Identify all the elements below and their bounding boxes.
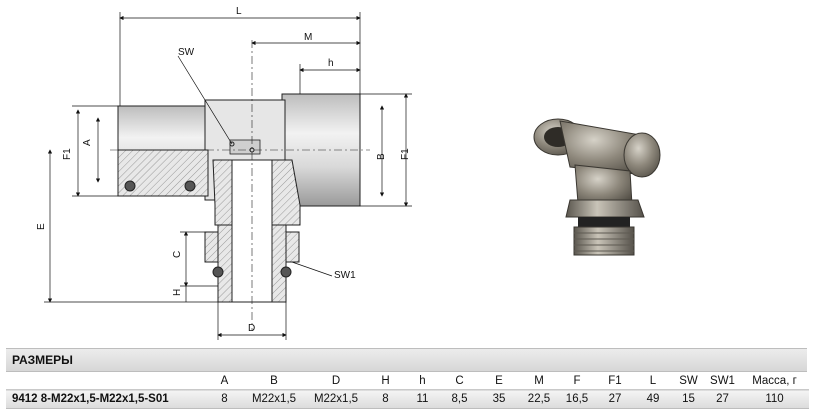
dim-label-F1-left: F1 [62, 148, 73, 160]
header-cell: Масса, г [752, 374, 797, 387]
table-cell: M22x1,5 [251, 393, 297, 405]
dimensions-table-section: РАЗМЕРЫ A B D H h C E M F F1 L SW [6, 348, 809, 409]
header-cell [6, 372, 206, 390]
dim-label-H: H [172, 289, 183, 296]
table-cell: 22,5 [527, 393, 551, 405]
table-cell: 8,5 [451, 393, 468, 405]
table-cell: 35 [492, 393, 506, 405]
dimension-lines [44, 12, 412, 340]
center-lines [110, 40, 370, 330]
header-cell: E [495, 374, 503, 387]
header-cell: H [381, 374, 390, 387]
header-cell: C [455, 374, 464, 387]
table-title: РАЗМЕРЫ [6, 348, 807, 372]
dim-label-A: A [82, 139, 93, 146]
dimensions-table: A B D H h C E M F F1 L SW SW1 Масса, г 9… [6, 372, 809, 409]
table-cell: 8 [221, 393, 228, 405]
header-cell: SW1 [710, 374, 735, 387]
dim-label-M: M [304, 32, 312, 43]
table-cell: 110 [765, 393, 784, 405]
table-cell: 27 [608, 393, 622, 405]
header-cell: F [573, 374, 581, 387]
dim-label-h: h [328, 58, 334, 69]
table-cell: 8 [382, 393, 389, 405]
table-cell: 27 [716, 393, 729, 405]
header-cell: L [649, 374, 657, 387]
dim-label-D: D [248, 323, 255, 334]
table-header-row: A B D H h C E M F F1 L SW SW1 Масса, г [6, 372, 809, 390]
header-cell: B [270, 374, 278, 387]
header-cell: M [534, 374, 544, 387]
table-cell: 49 [646, 393, 660, 405]
dim-label-SW1: SW1 [334, 270, 356, 281]
table-cell: 16,5 [565, 393, 589, 405]
table-cell: 15 [682, 393, 695, 405]
dim-label-E: E [36, 223, 47, 230]
dim-label-SW: SW [178, 47, 195, 58]
table-row: 9412 8-M22x1,5-M22x1,5-S01 8 M22x1,5 M22… [6, 389, 809, 409]
dim-label-C: C [172, 251, 183, 258]
dim-label-B: B [376, 153, 387, 160]
dim-label-L: L [236, 6, 242, 17]
header-cell: h [419, 374, 426, 387]
table-cell: M22x1,5 [313, 393, 359, 405]
technical-drawing: L M h SW SW1 A F1 B F1 E C H D [36, 6, 412, 340]
article-cell: 9412 8-M22x1,5-M22x1,5-S01 [12, 393, 169, 405]
table-cell: 11 [416, 393, 429, 405]
header-cell: SW [679, 374, 698, 387]
product-photo [533, 118, 661, 256]
fitting-body [117, 93, 361, 303]
header-cell: A [220, 374, 229, 387]
header-cell: D [331, 374, 341, 387]
header-cell: F1 [608, 374, 622, 387]
dim-label-F1-right: F1 [400, 148, 411, 160]
